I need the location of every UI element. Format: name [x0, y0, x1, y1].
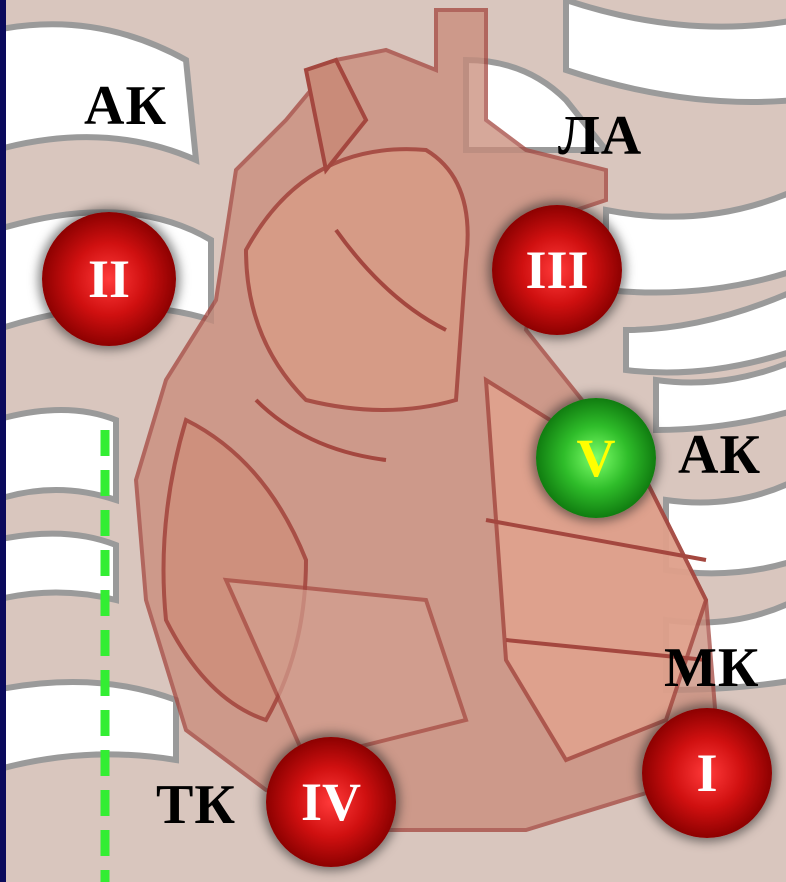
label-aortic-right: АК	[678, 427, 761, 483]
marker-i[interactable]: I	[642, 708, 772, 838]
label-pulmonary: ЛА	[558, 108, 642, 164]
label-mitral: МК	[664, 640, 759, 696]
chest-illustration: АК ЛА АК МК ТК II III V IV I	[6, 0, 786, 882]
label-tricuspid: ТК	[156, 777, 236, 833]
marker-iii[interactable]: III	[492, 205, 622, 335]
marker-iv[interactable]: IV	[266, 737, 396, 867]
marker-ii[interactable]: II	[42, 212, 176, 346]
marker-v[interactable]: V	[536, 398, 656, 518]
label-aortic-top: АК	[84, 78, 167, 134]
